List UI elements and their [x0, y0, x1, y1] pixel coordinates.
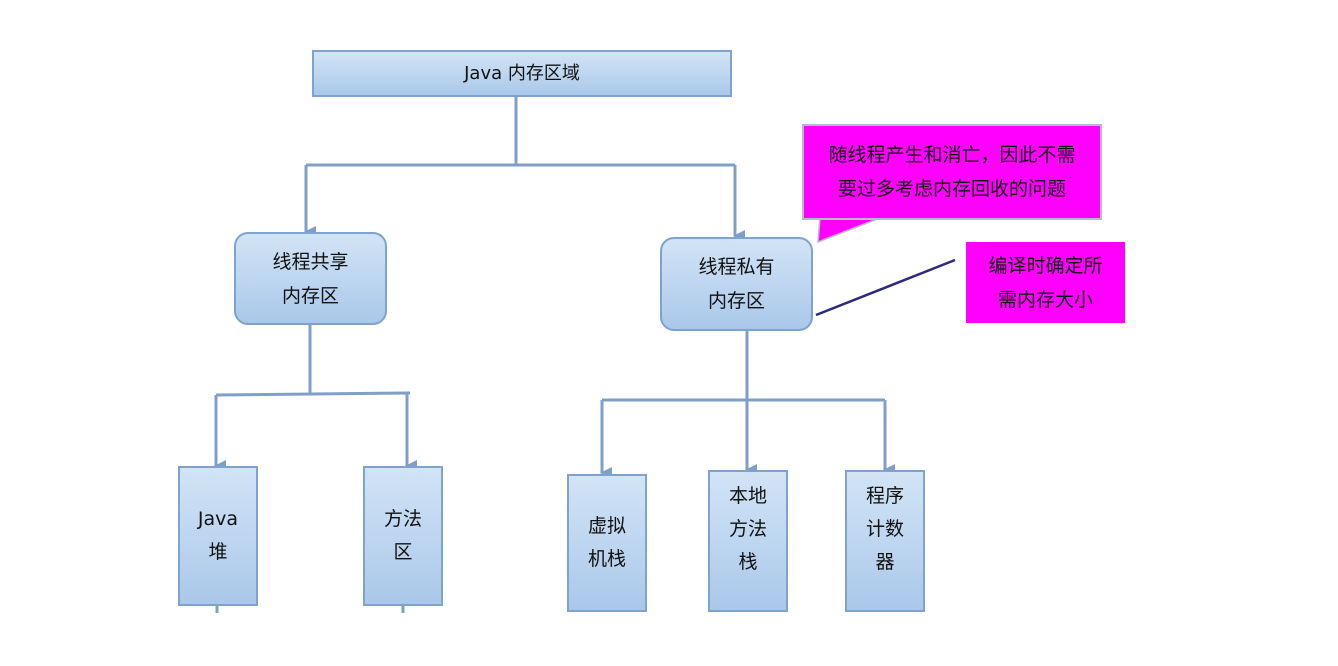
compile-note-line-2: 需内存大小 — [997, 288, 1093, 311]
private-line-2: 内存区 — [707, 290, 765, 312]
java-heap-node: Java 堆 — [178, 466, 258, 606]
compile-note-line-1: 编译时确定所 — [988, 254, 1103, 277]
program-counter-node: 程序 计数 器 — [845, 470, 925, 612]
vm-stack-line-1: 虚拟 — [587, 515, 626, 537]
vm-stack-line-2: 机栈 — [587, 548, 626, 570]
vm-stack-node: 虚拟 机栈 — [567, 474, 647, 612]
program-counter-line-3: 器 — [875, 551, 895, 573]
native-stack-line-2: 方法 — [728, 518, 767, 540]
program-counter-line-1: 程序 — [865, 485, 904, 507]
lifecycle-note: 随线程产生和消亡，因此不需 要过多考虑内存回收的问题 — [802, 124, 1102, 220]
root-node: Java 内存区域 — [312, 50, 732, 97]
method-area-node: 方法 区 — [363, 466, 443, 606]
shared-branch — [215, 391, 411, 397]
private-memory-node: 线程私有 内存区 — [660, 237, 813, 331]
root-label: Java 内存区域 — [464, 62, 580, 84]
leader-line-compile-note — [815, 258, 956, 317]
shared-line-1: 线程共享 — [272, 250, 349, 273]
private-line-1: 线程私有 — [698, 256, 775, 278]
method-area-line-2: 区 — [393, 541, 413, 563]
shared-line-2: 内存区 — [281, 284, 339, 307]
java-heap-line-1: Java — [197, 508, 239, 530]
native-stack-line-3: 栈 — [738, 551, 758, 573]
native-method-stack-node: 本地 方法 栈 — [708, 470, 788, 612]
method-area-line-1: 方法 — [383, 508, 422, 530]
program-counter-line-2: 计数 — [865, 518, 904, 540]
lifecycle-note-line-2: 要过多考虑内存回收的问题 — [837, 178, 1066, 200]
lifecycle-note-line-1: 随线程产生和消亡，因此不需 — [828, 144, 1076, 166]
compile-time-note: 编译时确定所 需内存大小 — [966, 242, 1125, 323]
shared-memory-node: 线程共享 内存区 — [234, 232, 387, 325]
java-heap-line-2: 堆 — [208, 541, 228, 563]
native-stack-line-1: 本地 — [728, 485, 767, 507]
callout-pointer — [817, 217, 881, 244]
